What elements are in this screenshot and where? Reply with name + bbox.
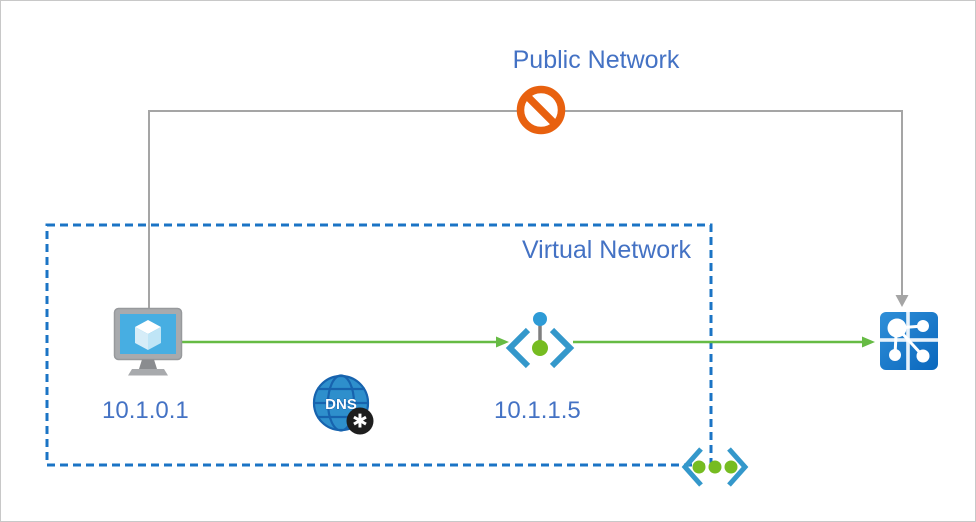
flow-endpoint-to-service-arrowhead-icon [862,336,875,348]
dns-asterisk-icon: ✱ [352,411,368,433]
virtual-machine-icon [113,307,183,376]
dns-label: DNS [325,396,357,413]
virtual-network-label: Virtual Network [521,236,691,264]
public-path-line [148,110,903,311]
prohibited-icon [516,85,566,135]
flow-vm-to-endpoint-arrowhead-icon [496,336,509,348]
virtual-network-boundary [45,223,713,467]
dns-icon: DNS ✱ [312,374,374,435]
azure-service-icon [880,312,938,370]
private-endpoint-icon [505,312,575,369]
private-endpoint-ip-label: 10.1.1.5 [494,397,581,424]
public-path-arrowhead-icon [895,295,909,307]
vm-ip-label: 10.1.0.1 [102,397,189,424]
private-link-icon [681,447,749,487]
public-network-label: Public Network [512,46,680,74]
